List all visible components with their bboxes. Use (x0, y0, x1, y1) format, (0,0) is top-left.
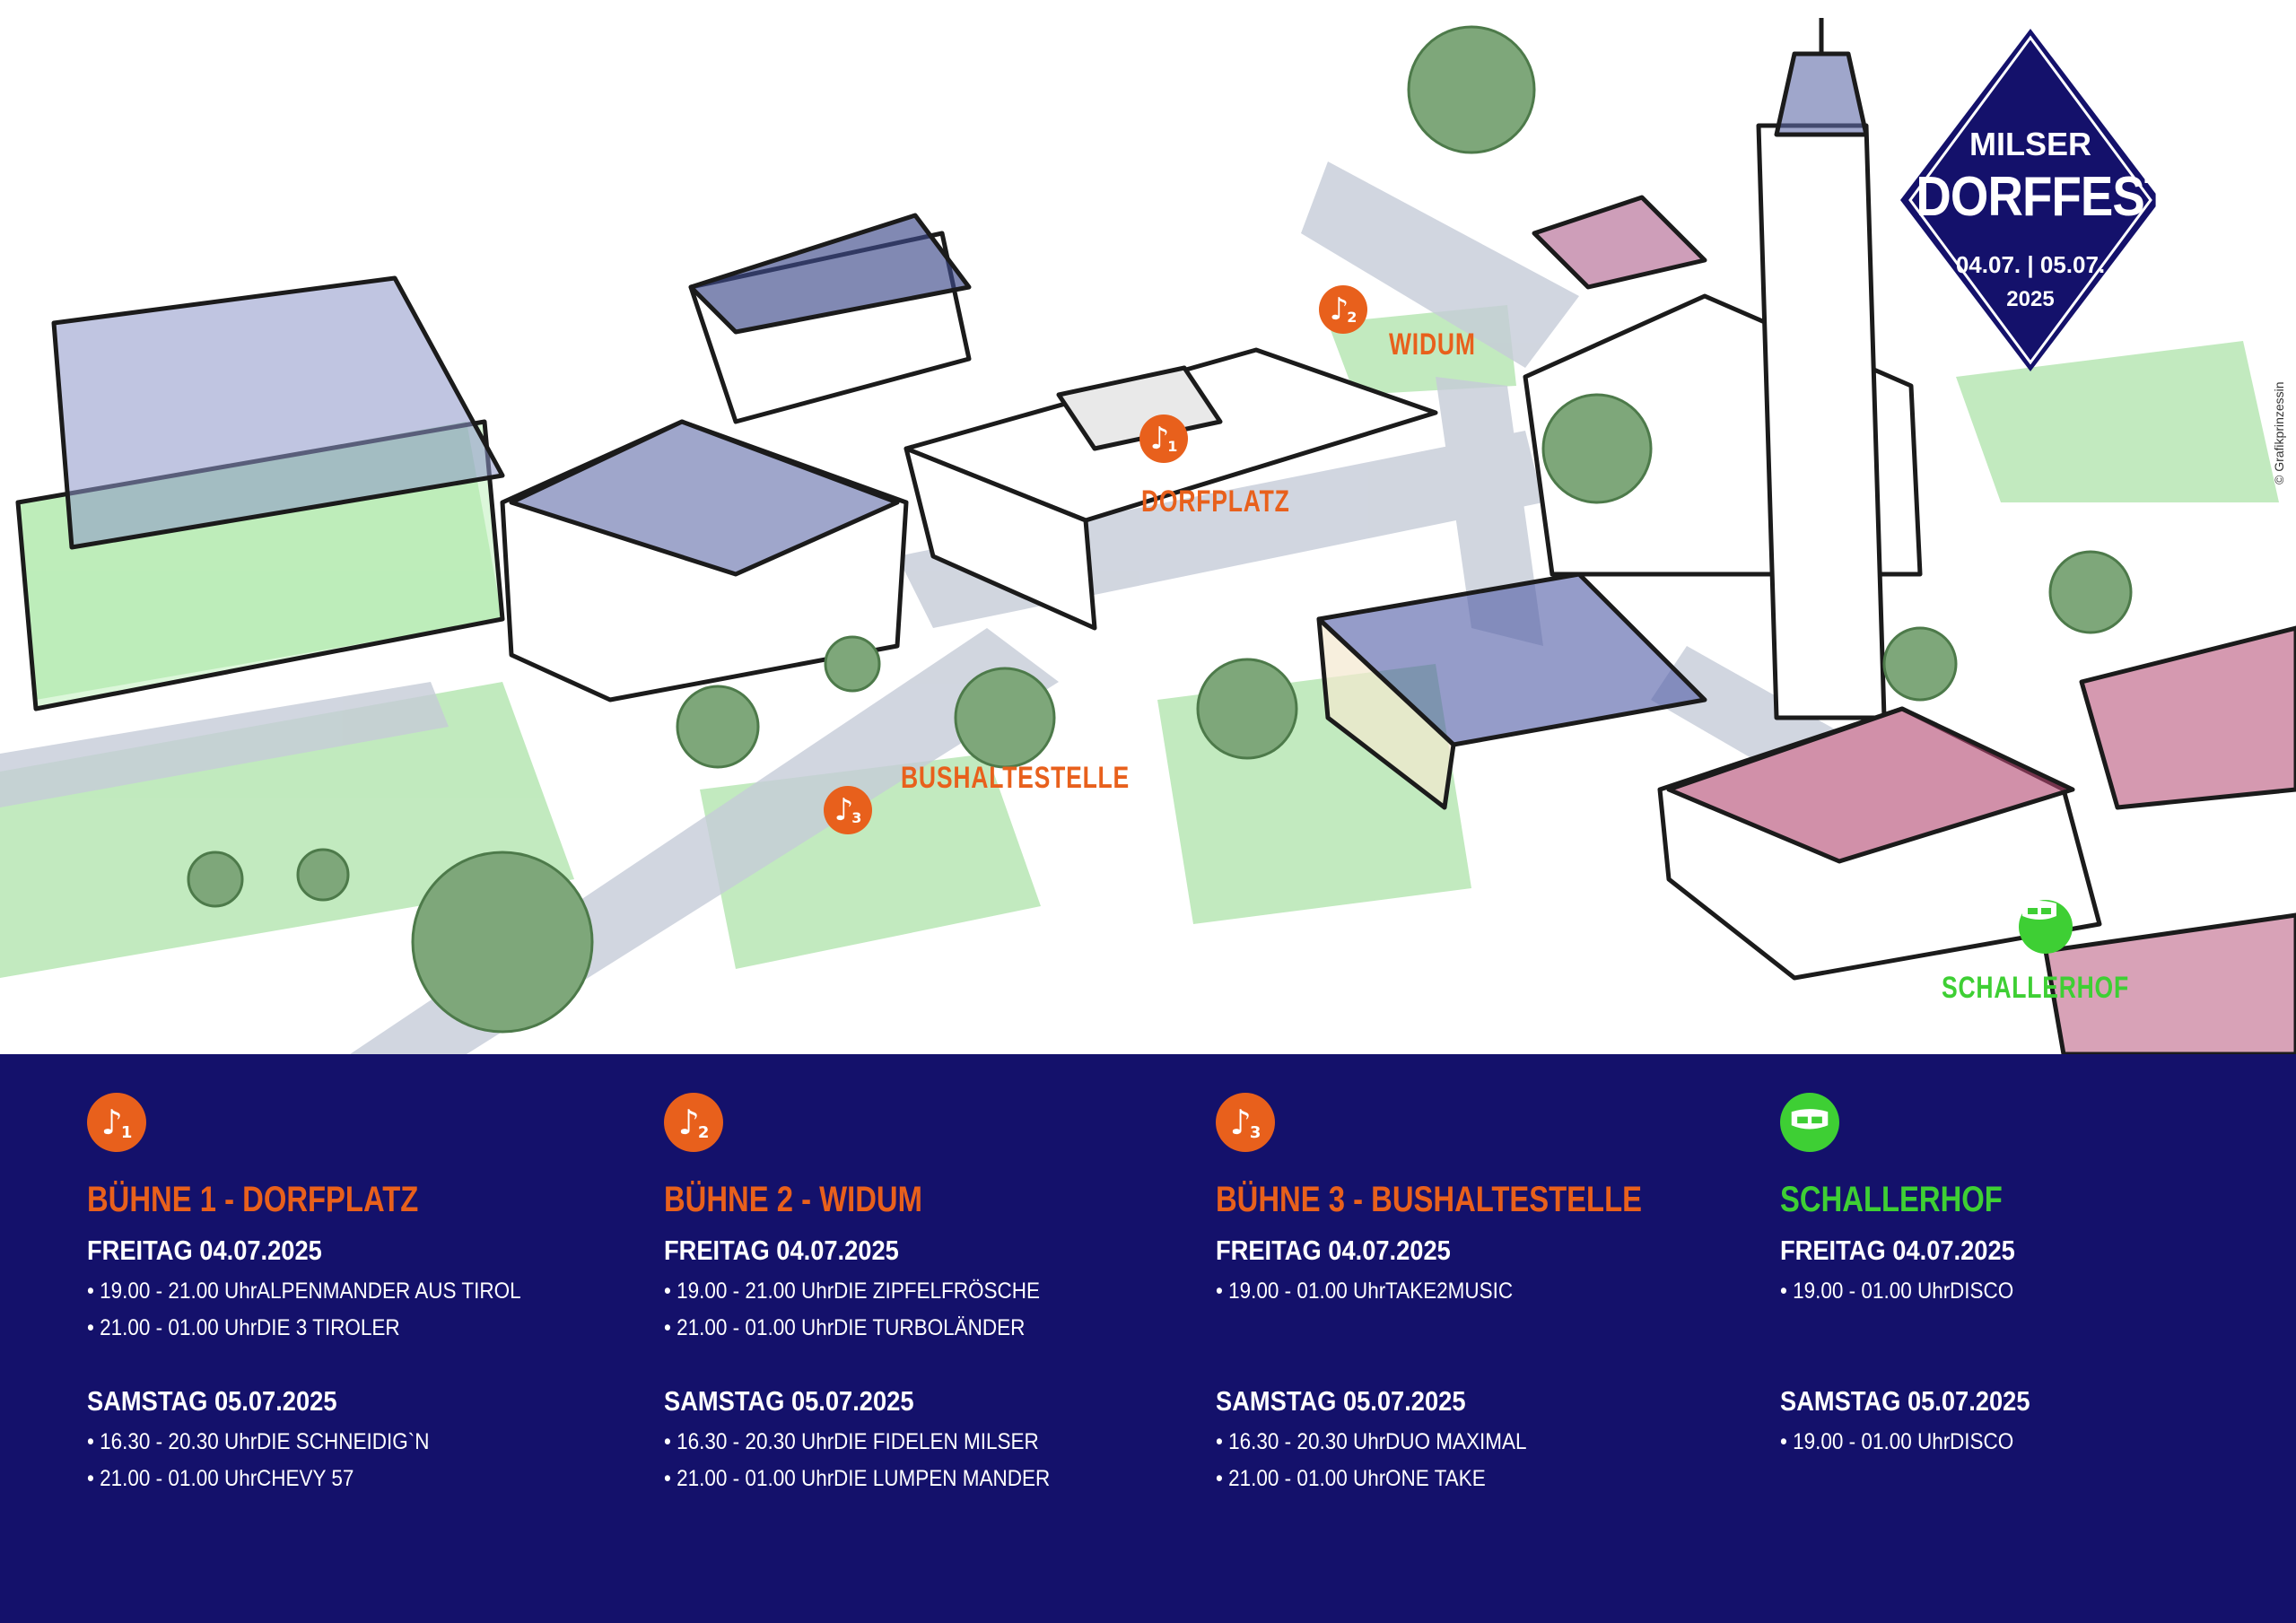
time-slot: • 19.00 - 21.00 UhrDIE ZIPFELFRÖSCHE (664, 1278, 1041, 1304)
map-label-dorfplatz[interactable]: DORFPLATZ (1141, 484, 1290, 519)
disco-glasses-icon[interactable] (2019, 900, 2073, 954)
time-slot: • 21.00 - 01.00 UhrDIE TURBOLÄNDER (664, 1315, 1026, 1340)
day-heading: FREITAG 04.07.2025 (1216, 1235, 1451, 1266)
stage-title: BÜHNE 1 - DORFPLATZ (87, 1180, 419, 1219)
time-slot: • 19.00 - 01.00 UhrDISCO (1780, 1429, 2014, 1454)
map-label-schallerhof[interactable]: SCHALLERHOF (1942, 971, 2129, 1005)
time-slot: • 16.30 - 20.30 UhrDUO MAXIMAL (1216, 1429, 1527, 1454)
day-heading: SAMSTAG 05.07.2025 (1216, 1385, 1466, 1417)
disco-glasses-icon (2022, 901, 2056, 920)
day-heading: FREITAG 04.07.2025 (87, 1235, 322, 1266)
day-heading: SAMSTAG 05.07.2025 (664, 1385, 914, 1417)
map-label-bushaltestelle[interactable]: BUSHALTESTELLE (901, 761, 1131, 795)
program-panel: ♪1 BÜHNE 1 - DORFPLATZ FREITAG 04.07.202… (0, 1054, 2296, 1623)
badge-diamond (1900, 29, 2161, 371)
time-slot: • 16.30 - 20.30 UhrDIE SCHNEIDIG`N (87, 1429, 430, 1454)
badge-title: DORFFEST (1916, 166, 2174, 228)
day-heading: FREITAG 04.07.2025 (1780, 1235, 2015, 1266)
music-note-icon[interactable]: ♪2 (1319, 285, 1367, 334)
time-slot: • 21.00 - 01.00 UhrDIE LUMPEN MANDER (664, 1466, 1051, 1491)
music-note-icon: ♪1 (87, 1093, 146, 1152)
time-slot: • 19.00 - 21.00 UhrALPENMANDER AUS TIROL (87, 1278, 521, 1304)
village-map: ♪1 DORFPLATZ ♪2 WIDUM ♪3 BUSHALTESTELLE … (0, 18, 2296, 1054)
copyright-note: © Grafikprinzessin (2272, 381, 2286, 484)
music-note-icon[interactable]: ♪3 (824, 786, 872, 834)
stage-title: BÜHNE 3 - BUSHALTESTELLE (1216, 1180, 1643, 1219)
badge-line1: MILSER (1969, 126, 2091, 162)
badge-dates: 04.07. | 05.07. (1955, 251, 2106, 278)
stage-title: BÜHNE 2 - WIDUM (664, 1180, 922, 1219)
time-slot: • 21.00 - 01.00 UhrCHEVY 57 (87, 1466, 354, 1491)
time-slot: • 19.00 - 01.00 UhrTAKE2MUSIC (1216, 1278, 1514, 1304)
music-note-icon[interactable]: ♪1 (1139, 414, 1188, 463)
badge-year: 2025 (2006, 287, 2055, 311)
stage-title: SCHALLERHOF (1780, 1180, 2003, 1219)
time-slot: • 21.00 - 01.00 UhrDIE 3 TIROLER (87, 1315, 400, 1340)
music-note-icon: ♪3 (1216, 1093, 1275, 1152)
festival-badge: MILSER DORFFEST 04.07. | 05.07. 2025 (1900, 29, 2174, 371)
music-note-icon: ♪2 (664, 1093, 723, 1152)
day-heading: FREITAG 04.07.2025 (664, 1235, 899, 1266)
disco-glasses-icon (1780, 1093, 1839, 1152)
time-slot: • 19.00 - 01.00 UhrDISCO (1780, 1278, 2014, 1304)
disco-glasses-icon (1791, 1109, 1829, 1130)
map-illustration (0, 18, 2296, 1054)
time-slot: • 21.00 - 01.00 UhrONE TAKE (1216, 1466, 1486, 1491)
time-slot: • 16.30 - 20.30 UhrDIE FIDELEN MILSER (664, 1429, 1039, 1454)
map-label-widum[interactable]: WIDUM (1389, 327, 1476, 362)
day-heading: SAMSTAG 05.07.2025 (87, 1385, 337, 1417)
day-heading: SAMSTAG 05.07.2025 (1780, 1385, 2030, 1417)
